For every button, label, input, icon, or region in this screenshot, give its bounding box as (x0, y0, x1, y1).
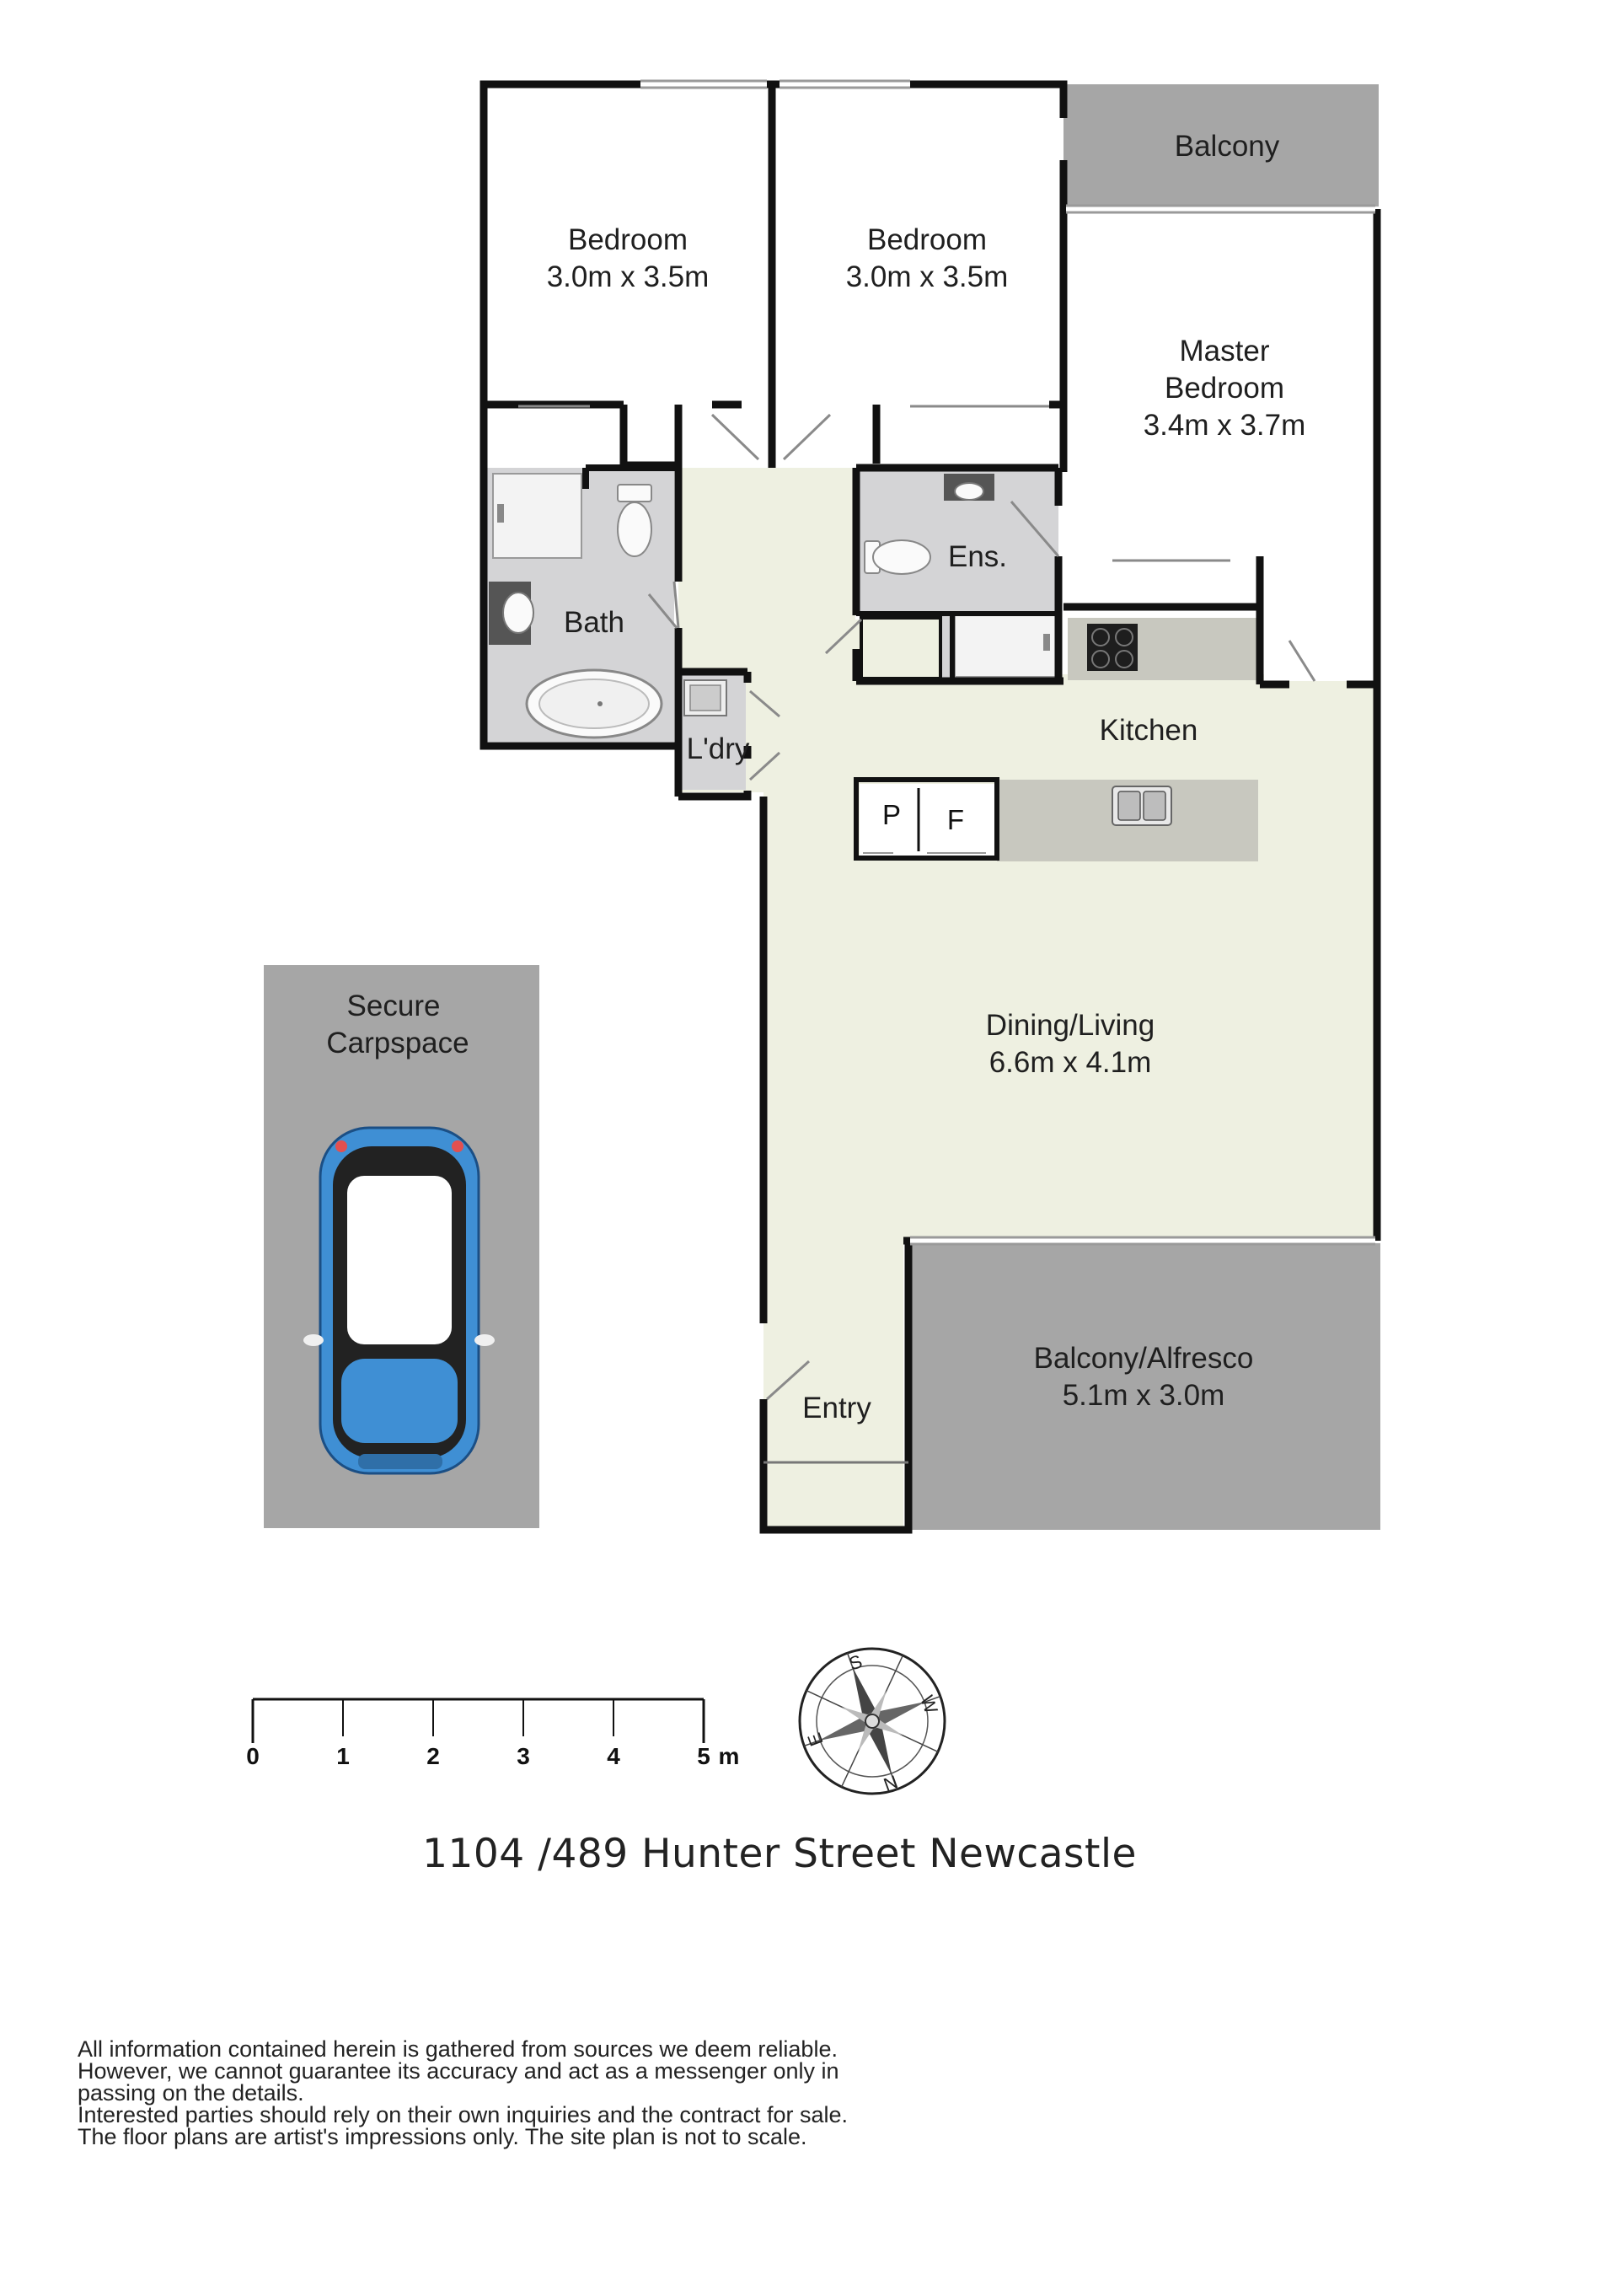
walls (480, 80, 1381, 1534)
laundry-tub-icon (683, 679, 727, 716)
property-address: 1104 /489 Hunter Street Newcastle (422, 1831, 1137, 1877)
balcony-top-floor (1063, 84, 1379, 207)
pantry-fridge-box (860, 784, 994, 858)
robe-nook (860, 616, 942, 680)
bedroom-1-size: 3.0m x 3.5m (547, 260, 710, 293)
master-name-line1: Master (1180, 335, 1270, 367)
bathtub-icon (525, 668, 663, 739)
alfresco-size: 5.1m x 3.0m (1063, 1379, 1225, 1412)
ensuite-shower-icon (954, 613, 1057, 678)
vanity-icon (489, 582, 534, 645)
disclaimer-line-3: passing on the details. (78, 2080, 304, 2106)
sink-icon (1112, 786, 1172, 826)
ensuite-name: Ens. (948, 540, 1007, 573)
alfresco-floor (908, 1243, 1380, 1530)
pantry-name: P (882, 799, 901, 830)
scale-tick-3: 3 (517, 1743, 530, 1769)
disclaimer-line-2: However, we cannot guarantee its accurac… (78, 2058, 839, 2084)
balcony-top-name: Balcony (1175, 130, 1280, 163)
bedroom-2-size: 3.0m x 3.5m (846, 260, 1009, 293)
doors (518, 405, 1316, 1401)
fridge-name: F (947, 804, 964, 835)
floors (264, 84, 1380, 1530)
dining-living-name: Dining/Living (986, 1009, 1155, 1042)
fixtures (489, 473, 1260, 861)
disclaimer-line-4: Interested parties should rely on their … (78, 2102, 849, 2127)
bedroom-1-floor (484, 84, 770, 459)
alfresco-name: Balcony/Alfresco (1034, 1342, 1254, 1375)
master-bedroom-floor (1063, 209, 1377, 681)
laundry-name: L'dry (687, 732, 750, 765)
windows (640, 79, 1375, 1246)
bath-name: Bath (564, 606, 624, 639)
cooktop-icon (1087, 624, 1138, 671)
entry-lobby-floor (763, 1462, 903, 1530)
scale-tick-0: 0 (246, 1743, 260, 1769)
bedroom-1-name: Bedroom (568, 223, 688, 256)
dining-living-size: 6.6m x 4.1m (989, 1046, 1152, 1079)
bedroom-2-floor (774, 84, 1060, 459)
scale-unit: m (719, 1743, 740, 1769)
scale-tick-5: 5 (697, 1743, 710, 1769)
shower-icon (492, 473, 582, 559)
entry-name: Entry (802, 1392, 871, 1424)
disclaimer-line-5: The floor plans are artist's impressions… (78, 2124, 807, 2149)
scale-tick-2: 2 (426, 1743, 440, 1769)
room-labels: Bedroom 3.0m x 3.5m Bedroom 3.0m x 3.5m … (326, 130, 1305, 1424)
compass-icon: S W N E (798, 1647, 946, 1795)
master-name-line2: Bedroom (1165, 372, 1284, 405)
disclaimer-line-1: All information contained herein is gath… (78, 2036, 838, 2062)
ensuite-toilet-icon (864, 539, 931, 575)
car-icon (303, 1126, 495, 1475)
scale-tick-4: 4 (607, 1743, 620, 1769)
ensuite-basin-icon (944, 474, 994, 501)
carpspace-name-line1: Secure (347, 990, 441, 1022)
toilet-icon (617, 484, 652, 557)
kitchen-name: Kitchen (1100, 714, 1198, 747)
disclaimer: All information contained herein is gath… (78, 2038, 1005, 2148)
bedroom-2-name: Bedroom (867, 223, 987, 256)
scale-bar: 0 1 2 3 4 5 m (246, 1698, 740, 1769)
carpspace-name-line2: Carpspace (326, 1027, 469, 1059)
scale-tick-1: 1 (336, 1743, 350, 1769)
living-floor (678, 468, 1377, 1471)
master-size: 3.4m x 3.7m (1144, 409, 1306, 442)
